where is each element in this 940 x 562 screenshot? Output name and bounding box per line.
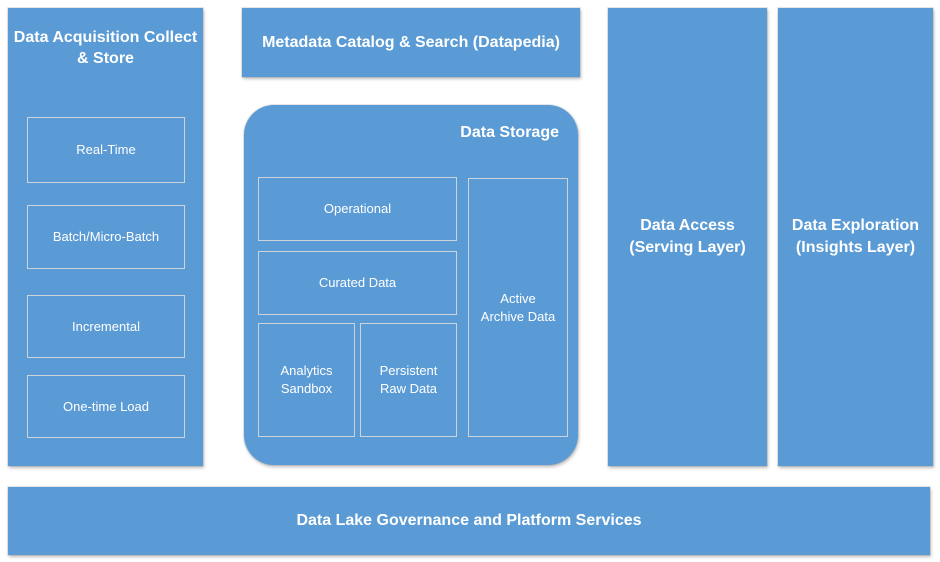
storage-item-analytics-sandbox: Analytics Sandbox <box>258 323 355 437</box>
storage-item-persistent-raw-data: Persistent Raw Data <box>360 323 457 437</box>
acquisition-item-label: One-time Load <box>63 398 149 414</box>
governance-title: Data Lake Governance and Platform Servic… <box>296 512 642 529</box>
data-access-title: Data Access (Serving Layer) <box>629 215 745 259</box>
acquisition-item-label: Real-Time <box>76 142 136 157</box>
acquisition-item-real-time: Real-Time <box>27 117 185 183</box>
storage-item-label: Analytics Sandbox <box>280 362 332 398</box>
acquisition-title-line1: Data Acquisition Collect <box>13 29 198 46</box>
data-storage-container: Data Storage Operational Curated Data An… <box>244 105 578 465</box>
label-line2: Raw Data <box>379 381 438 396</box>
metadata-catalog-title: Metadata Catalog & Search (Datapedia) <box>262 33 560 51</box>
data-exploration-column: Data Exploration (Insights Layer) <box>778 8 933 466</box>
data-exploration-line1: Data Exploration <box>791 217 920 234</box>
metadata-catalog-bar: Metadata Catalog & Search (Datapedia) <box>242 8 580 77</box>
acquisition-title-line2: & Store <box>77 50 134 67</box>
acquisition-item-label: Batch/Micro-Batch <box>52 229 160 244</box>
acquisition-item-batch-micro-batch: Batch/Micro-Batch <box>27 205 185 269</box>
storage-item-curated-data: Curated Data <box>258 251 457 315</box>
storage-item-label: Curated Data <box>318 275 397 290</box>
acquisition-column: Data Acquisition Collect & Store Real-Ti… <box>8 8 203 466</box>
data-access-column: Data Access (Serving Layer) <box>608 8 767 466</box>
label-line2: Archive Data <box>480 308 556 324</box>
data-access-line2: (Serving Layer) <box>629 239 746 256</box>
acquisition-item-label: Incremental <box>72 318 140 334</box>
acquisition-title: Data Acquisition Collect & Store <box>8 8 203 69</box>
data-exploration-title: Data Exploration (Insights Layer) <box>792 215 919 259</box>
label-line1: Active <box>500 290 536 306</box>
storage-item-active-archive-data: Active Archive Data <box>468 178 568 437</box>
label-line1: Analytics <box>280 363 333 378</box>
storage-item-operational: Operational <box>258 177 457 241</box>
data-exploration-line2: (Insights Layer) <box>795 239 916 256</box>
acquisition-item-one-time-load: One-time Load <box>27 375 185 438</box>
data-access-line1: Data Access <box>640 217 735 234</box>
storage-item-label: Persistent Raw Data <box>380 362 438 398</box>
label-line2: Sandbox <box>280 381 333 396</box>
acquisition-item-incremental: Incremental <box>27 295 185 358</box>
storage-item-label: Operational <box>323 201 392 216</box>
label-line1: Persistent <box>379 363 438 378</box>
storage-item-label: Active Archive Data <box>481 290 555 326</box>
data-storage-title: Data Storage <box>460 124 559 141</box>
governance-bar: Data Lake Governance and Platform Servic… <box>8 487 930 555</box>
